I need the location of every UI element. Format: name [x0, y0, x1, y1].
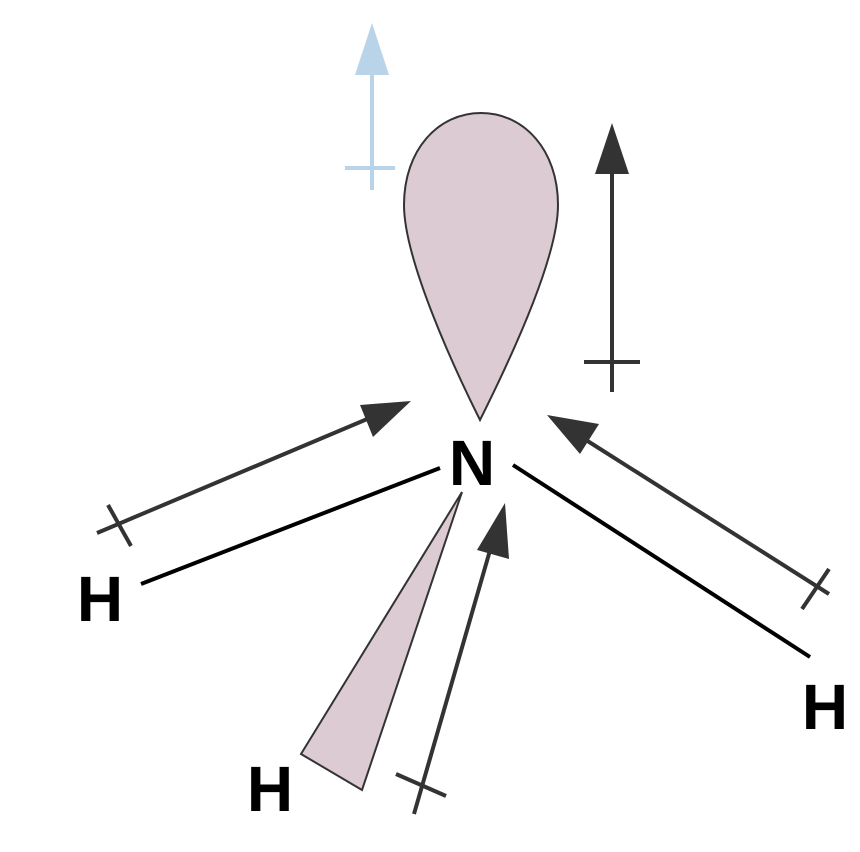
bond-right-h	[511, 463, 812, 659]
hydrogen-bottom-label: H	[247, 753, 293, 825]
hydrogen-left-label: H	[77, 563, 123, 635]
nitrogen-atom-label: N	[449, 427, 495, 499]
lone-pair-lobe	[402, 111, 560, 423]
right-bond-dipole-arrow	[547, 415, 831, 611]
lone-pair-dipole-arrow	[584, 123, 640, 392]
net-dipole-arrow	[345, 23, 395, 190]
hydrogen-right-label: H	[802, 671, 848, 743]
bottom-bond-dipole-arrow	[395, 503, 509, 815]
bond-left-h	[140, 466, 441, 586]
wedge-bond	[299, 491, 463, 792]
left-bond-dipole-arrow	[96, 401, 411, 547]
